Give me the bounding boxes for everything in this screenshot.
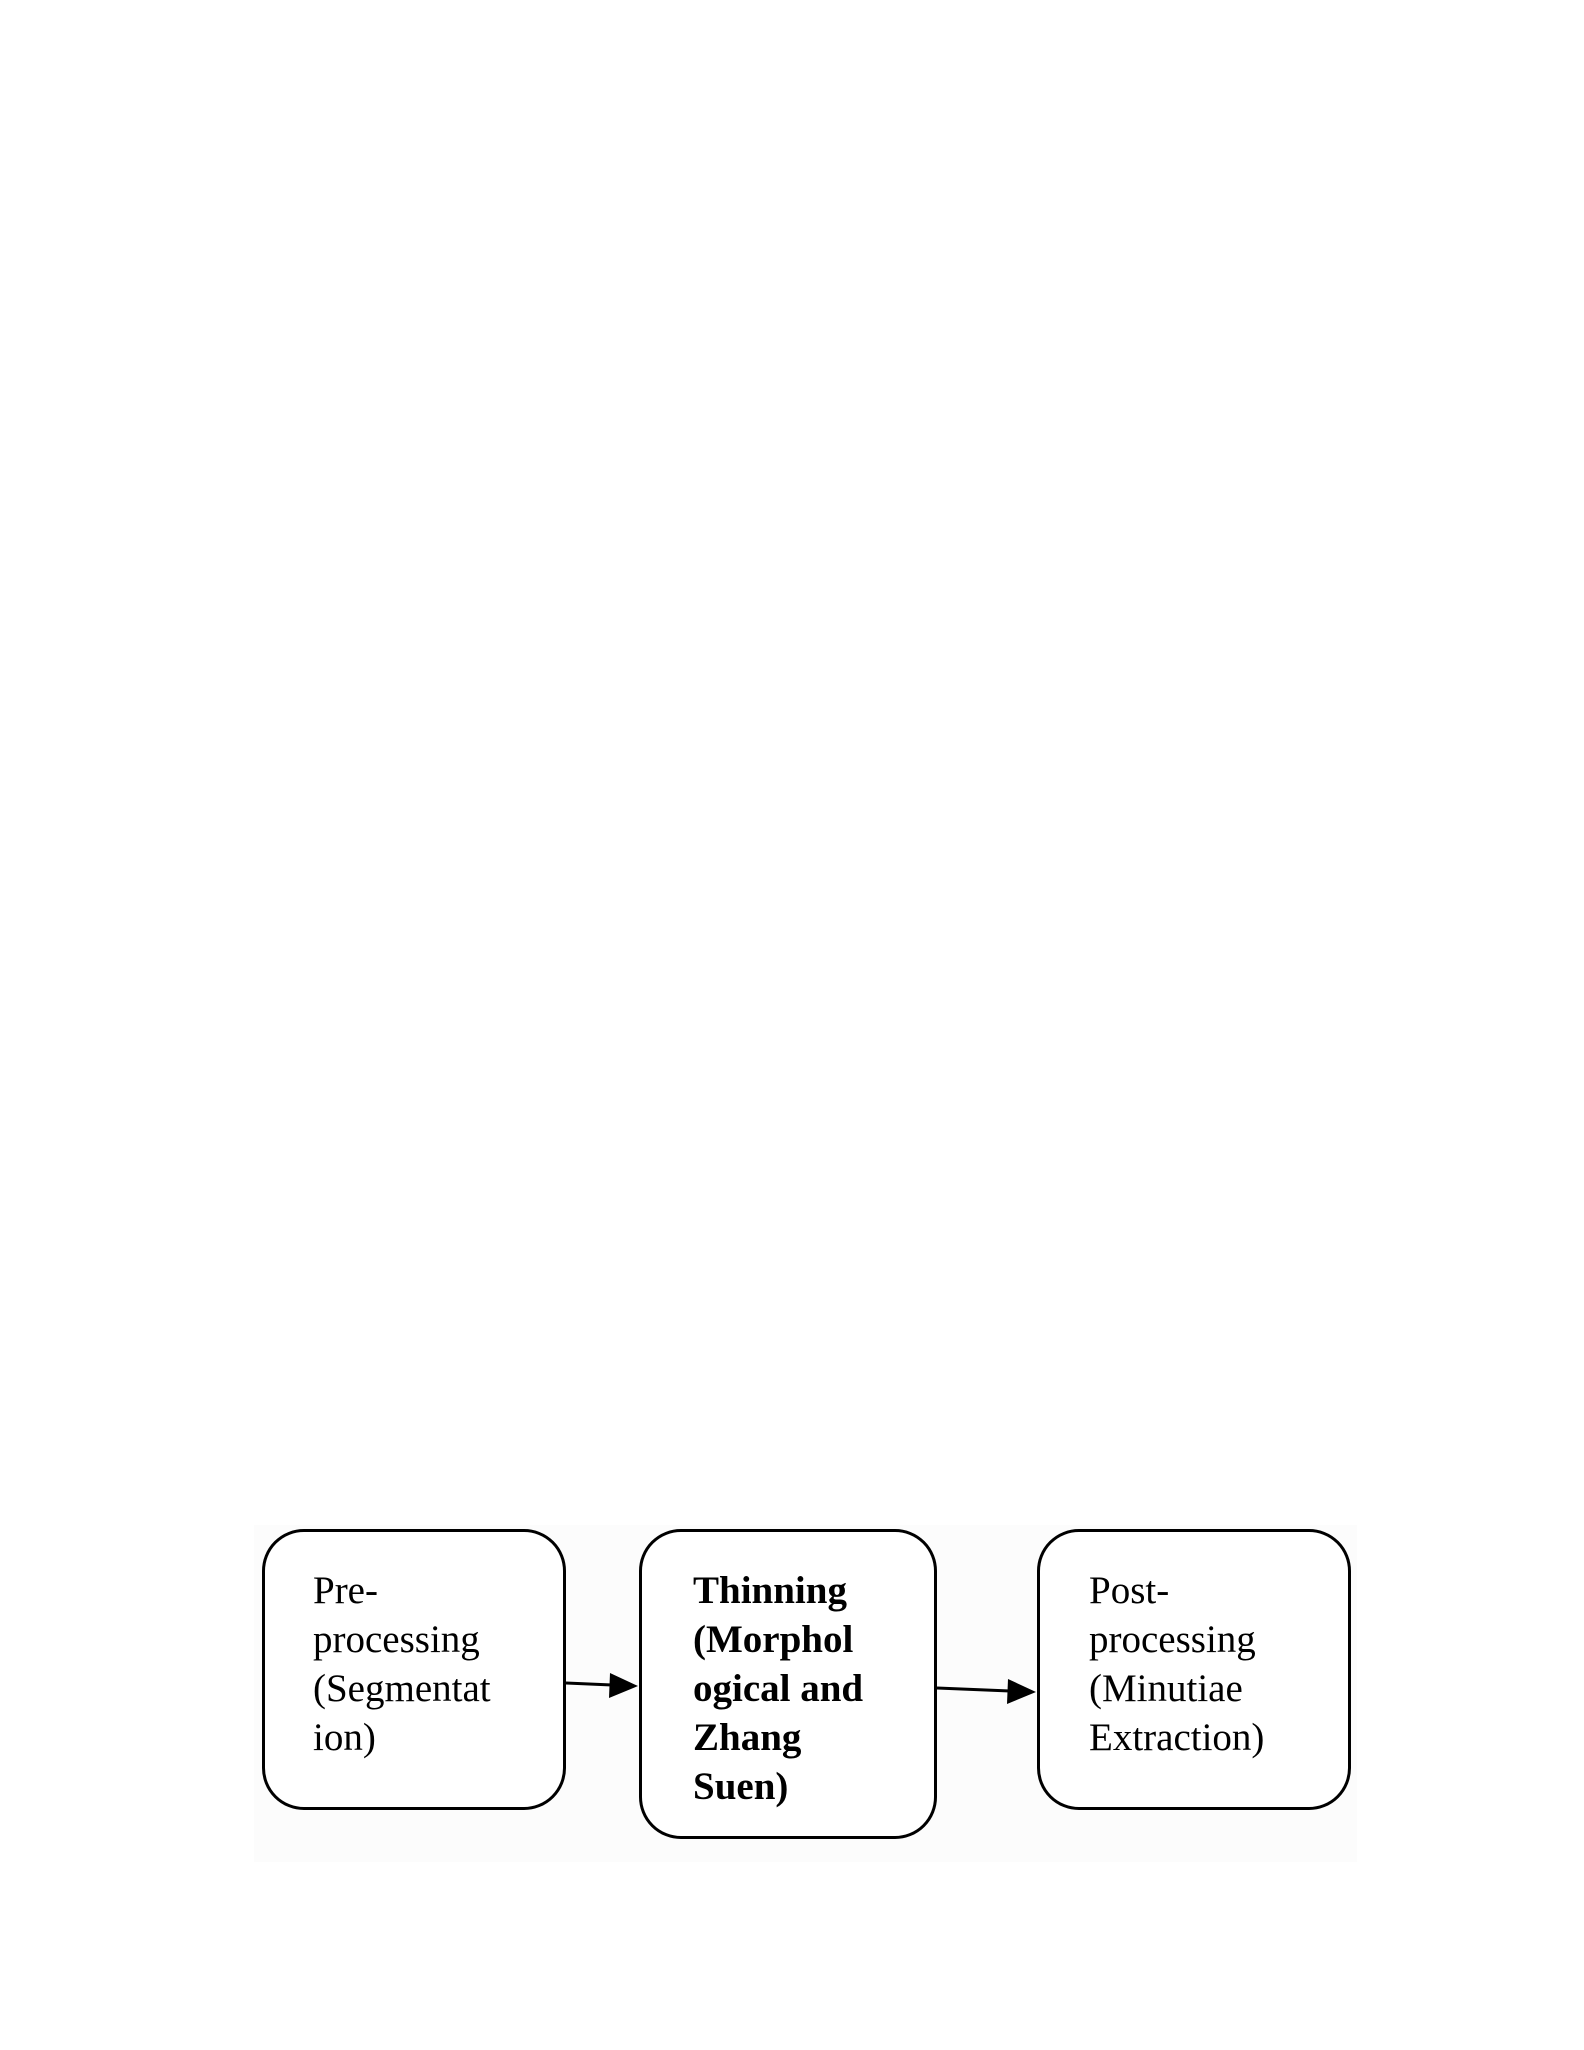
node-post-processing: Post- processing (Minutiae Extraction) [1037,1529,1351,1810]
arrow-line [936,1686,1011,1693]
arrow-head-icon [609,1673,638,1698]
node-pre-processing: Pre- processing (Segmentat ion) [262,1529,566,1810]
node-thinning: Thinning (Morphol ogical and Zhang Suen) [639,1529,937,1839]
node-pre-processing-label: Pre- processing (Segmentat ion) [313,1569,491,1759]
node-thinning-label: Thinning (Morphol ogical and Zhang Suen) [693,1569,864,1808]
arrow-line [565,1681,613,1687]
node-post-processing-label: Post- processing (Minutiae Extraction) [1089,1569,1265,1759]
arrow-head-icon [1007,1679,1036,1704]
edge-thinning-to-post-processing [936,1679,1036,1704]
edge-pre-processing-to-thinning [565,1673,638,1698]
